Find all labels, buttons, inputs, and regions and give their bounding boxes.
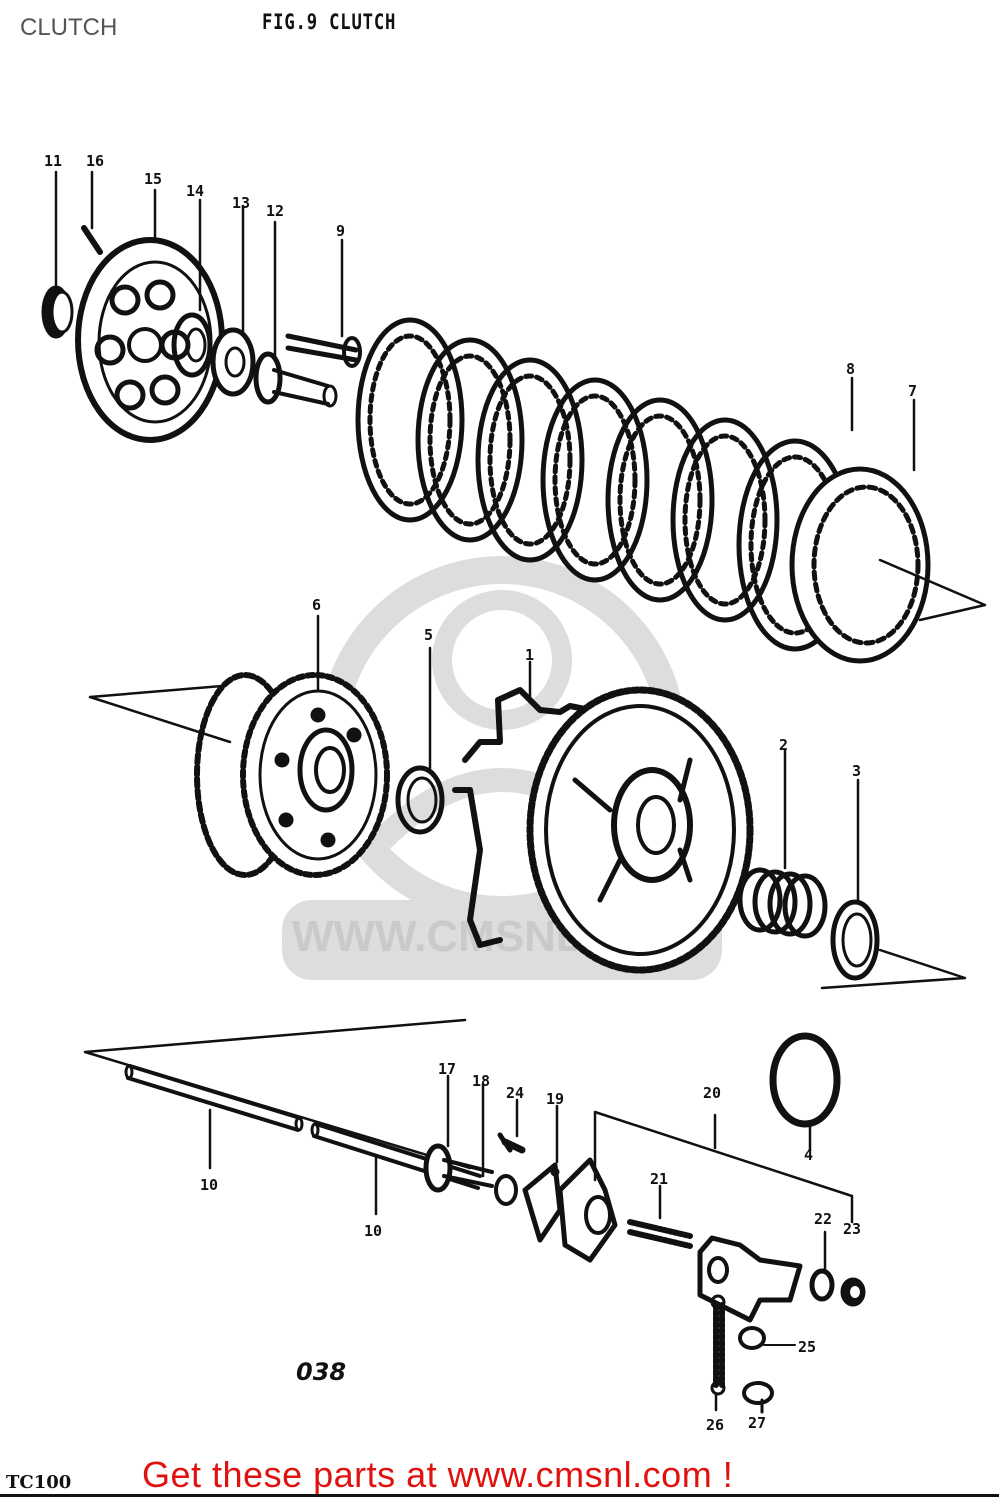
label-part-18: 18	[472, 1072, 490, 1090]
part-15-pressure-plate	[75, 237, 225, 443]
label-part-9: 9	[336, 222, 345, 240]
model-code: TC100	[6, 1472, 72, 1493]
label-part-12: 12	[266, 202, 284, 220]
part-3-washer	[830, 899, 880, 981]
part-21-spring	[627, 1219, 693, 1249]
label-part-5: 5	[424, 626, 433, 644]
part-26-return-spring	[710, 1294, 726, 1396]
label-part-23: 23	[843, 1220, 861, 1238]
label-part-19: 19	[546, 1090, 564, 1108]
label-part-13: 13	[232, 194, 250, 212]
label-part-3: 3	[852, 762, 861, 780]
label-part-8: 8	[846, 360, 855, 378]
label-part-4: 4	[804, 1146, 813, 1164]
label-part-6: 6	[312, 596, 321, 614]
label-part-25: 25	[798, 1338, 816, 1356]
label-part-15: 15	[144, 170, 162, 188]
part-27-pin	[742, 1381, 774, 1414]
part-14-bearing	[171, 312, 213, 378]
label-part-20: 20	[703, 1084, 721, 1102]
get-parts-link[interactable]: Get these parts at www.cmsnl.com !	[142, 1454, 734, 1495]
label-part-10-right: 10	[364, 1222, 382, 1240]
bottom-rule	[0, 1494, 999, 1497]
part-13-washer	[210, 327, 256, 397]
part-5-thrust-washer	[395, 765, 445, 835]
part-19-retainer	[522, 1162, 563, 1243]
part-18-oil-seal	[494, 1174, 518, 1206]
part-4-circlip	[769, 1032, 841, 1128]
axis-line-3	[820, 948, 967, 990]
part-11-nut	[41, 285, 74, 339]
part-12-push-piece	[253, 351, 338, 408]
diagram-page-number: 038	[296, 1358, 347, 1386]
label-part-2: 2	[779, 736, 788, 754]
part-24-screw	[497, 1132, 526, 1154]
label-part-1: 1	[525, 646, 534, 664]
part-1-clutch-housing	[452, 686, 754, 974]
label-part-10-left: 10	[200, 1176, 218, 1194]
part-20-release-assembly	[557, 1110, 854, 1263]
part-7-8-clutch-plates	[355, 317, 931, 664]
axis-line-1	[878, 558, 987, 622]
part-9-spring	[285, 333, 362, 368]
part-17-push-piece	[423, 1143, 494, 1193]
label-part-27: 27	[748, 1414, 766, 1432]
label-part-21: 21	[650, 1170, 668, 1188]
page-title: CLUTCH	[20, 14, 118, 41]
label-part-11: 11	[44, 152, 62, 170]
part-16-pin	[81, 225, 103, 255]
label-part-24: 24	[506, 1084, 524, 1102]
part-23-nut	[840, 1277, 866, 1307]
part-2-damper-spring	[737, 867, 828, 939]
label-part-7: 7	[908, 382, 917, 400]
label-part-22: 22	[814, 1210, 832, 1228]
part-10-push-rod-left	[124, 1064, 304, 1132]
label-part-16: 16	[86, 152, 104, 170]
part-22-washer	[809, 1268, 835, 1302]
axis-line-4	[83, 1018, 472, 1170]
label-part-17: 17	[438, 1060, 456, 1078]
axis-line-2	[88, 684, 232, 744]
label-part-14: 14	[186, 182, 204, 200]
figure-title: FIG.9 CLUTCH	[262, 10, 397, 34]
label-part-26: 26	[706, 1416, 724, 1434]
leader-lines	[54, 170, 916, 1412]
part-25-bolt	[738, 1326, 796, 1350]
part-6-primary-driven-gear	[194, 672, 390, 878]
